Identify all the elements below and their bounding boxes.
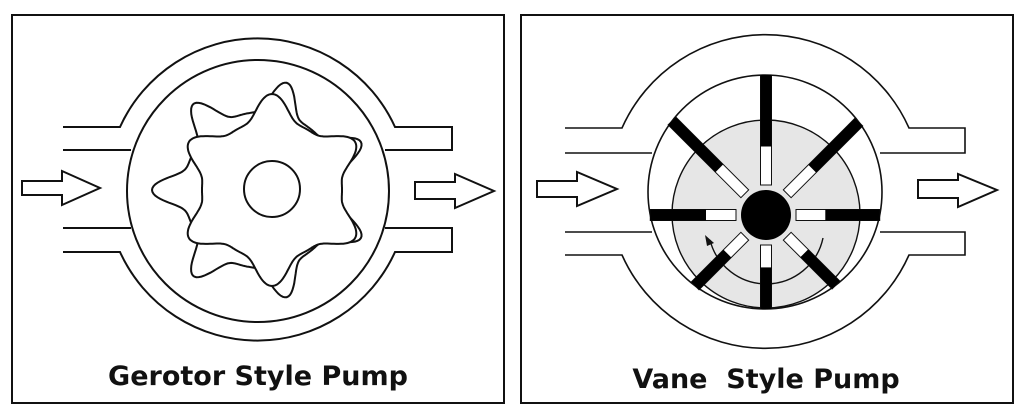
outlet-arrow — [917, 172, 1000, 209]
gerotor-outer-rotor — [150, 81, 363, 299]
vane — [760, 244, 772, 310]
gerotor-shaft — [243, 160, 301, 218]
gerotor-frame — [11, 14, 505, 404]
inlet-arrow — [536, 170, 620, 208]
rotation-arrowhead-icon — [705, 235, 714, 246]
vane-blade — [825, 209, 880, 221]
vane — [795, 209, 881, 221]
gerotor-housing — [63, 37, 453, 342]
vane-blade — [760, 267, 772, 309]
gerotor-title: Gerotor Style Pump — [108, 361, 408, 392]
inlet-arrow — [21, 169, 103, 207]
vane — [782, 231, 841, 290]
gerotor-panel: Gerotor Style Pump — [11, 14, 505, 404]
vanes — [649, 74, 881, 310]
vane — [782, 117, 864, 199]
vane-blade — [668, 117, 724, 173]
outlet-arrow — [414, 172, 497, 210]
vane-title: Vane Style Pump — [632, 364, 899, 395]
vane — [690, 231, 750, 291]
vane-blade — [800, 249, 840, 289]
vane — [760, 74, 772, 186]
vane-blade — [760, 75, 772, 147]
vane-frame — [520, 14, 1014, 404]
vane — [649, 209, 737, 221]
vane-blade — [808, 118, 863, 173]
vane-blade — [650, 209, 706, 221]
vane-panel: Vane Style Pump — [520, 14, 1014, 404]
vane-hub — [741, 190, 791, 240]
vane — [667, 116, 750, 199]
vane-blade — [691, 249, 732, 290]
